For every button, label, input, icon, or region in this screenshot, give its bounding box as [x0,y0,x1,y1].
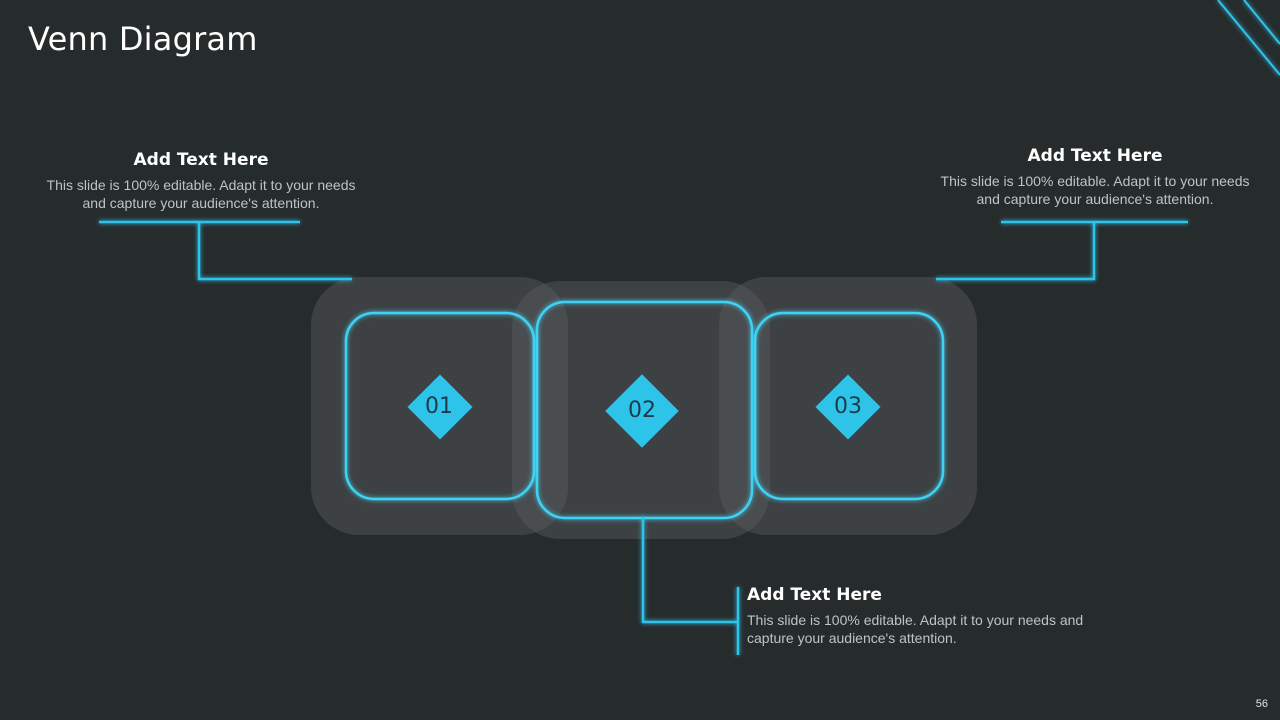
item-number-1: 01 [425,394,453,419]
corner-decoration [1217,0,1280,76]
diamond-icon [815,374,881,440]
text-block-left: Add Text Here This slide is 100% editabl… [46,150,356,212]
inner-square-1 [344,311,536,501]
inner-squares [344,300,945,520]
inner-square-2 [535,300,754,520]
block-heading: Add Text Here [1027,146,1163,166]
page-title: Venn Diagram [28,20,258,58]
block-body: This slide is 100% editable. Adapt it to… [747,612,1084,646]
connector-right-elbow [936,222,1096,281]
block-body: This slide is 100% editable. Adapt it to… [46,177,356,211]
diamonds [407,374,881,448]
diamond-icon [407,374,473,440]
connector-bottom [641,517,738,624]
inner-square-3 [753,311,945,501]
connector-left-elbow [197,222,352,281]
item-number-2: 02 [628,398,656,423]
connectors [99,220,1188,655]
diamond-icon [605,374,679,448]
page-number: 56 [1255,698,1268,710]
item-number-3: 03 [834,394,862,419]
block-body: This slide is 100% editable. Adapt it to… [940,173,1250,207]
text-block-right: Add Text Here This slide is 100% editabl… [940,146,1250,208]
block-heading: Add Text Here [747,585,882,605]
text-block-bottom: Add Text Here This slide is 100% editabl… [747,585,1087,647]
block-heading: Add Text Here [133,150,269,170]
